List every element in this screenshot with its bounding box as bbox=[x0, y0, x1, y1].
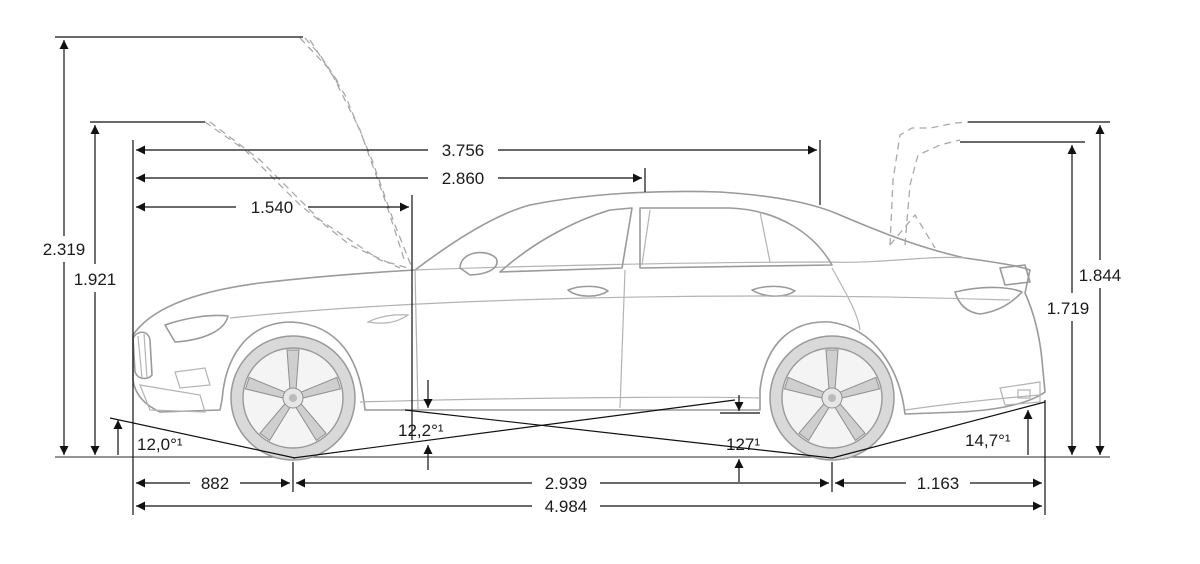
length-to-b-pillar-dimension: 2.860 bbox=[136, 169, 642, 188]
wheelbase-label: 2.939 bbox=[545, 474, 588, 493]
ground-clearance-dimension: 127¹ bbox=[720, 395, 760, 482]
ramp-angle-label: 12,2°¹ bbox=[398, 421, 444, 440]
overall-height-rear-dimension: 1.719 bbox=[1047, 145, 1090, 455]
ground-clearance-label: 127¹ bbox=[726, 435, 760, 454]
opened-trunk-height-dimension: 1.844 bbox=[1079, 125, 1122, 455]
overall-length-label: 4.984 bbox=[545, 497, 588, 516]
length-to-c-pillar-label: 3.756 bbox=[442, 141, 485, 160]
opened-trunk-height-label: 1.844 bbox=[1079, 266, 1122, 285]
approach-angle-dimension: 12,0°¹ bbox=[109, 417, 296, 459]
rear-overhang-dimension: 1.163 bbox=[835, 474, 1042, 493]
rear-wheel bbox=[769, 335, 895, 461]
wheelbase-dimension: 2.939 bbox=[296, 474, 829, 493]
overall-length-dimension: 4.984 bbox=[136, 497, 1042, 516]
opened-trunk-outline bbox=[889, 121, 969, 249]
rear-overhang-label: 1.163 bbox=[917, 474, 960, 493]
approach-angle-label: 12,0°¹ bbox=[137, 435, 183, 454]
overall-height-front-dimension: 1.921 bbox=[74, 125, 117, 455]
front-wheel bbox=[230, 335, 356, 461]
length-to-a-pillar-label: 1.540 bbox=[251, 198, 294, 217]
car-body-outline bbox=[132, 190, 1046, 415]
opened-hood-height-label: 2.319 bbox=[43, 240, 86, 259]
front-overhang-dimension: 882 bbox=[136, 474, 290, 493]
overall-height-front-label: 1.921 bbox=[74, 270, 117, 289]
length-to-c-pillar-dimension: 3.756 bbox=[136, 141, 817, 160]
departure-angle-label: 14,7°¹ bbox=[965, 431, 1011, 450]
opened-hood-outline bbox=[204, 37, 413, 269]
overall-height-rear-label: 1.719 bbox=[1047, 299, 1090, 318]
car-side-view bbox=[55, 37, 1110, 461]
length-to-a-pillar-dimension: 1.540 bbox=[136, 198, 409, 217]
ramp-angle-dimension: 12,2°¹ bbox=[292, 380, 833, 470]
dimension-annotations: 2.319 1.921 3.756 2.860 1.540 bbox=[43, 36, 1122, 516]
length-to-b-pillar-label: 2.860 bbox=[442, 169, 485, 188]
front-overhang-label: 882 bbox=[201, 474, 229, 493]
departure-angle-dimension: 14,7°¹ bbox=[831, 401, 1046, 459]
opened-hood-height-dimension: 2.319 bbox=[43, 40, 86, 455]
